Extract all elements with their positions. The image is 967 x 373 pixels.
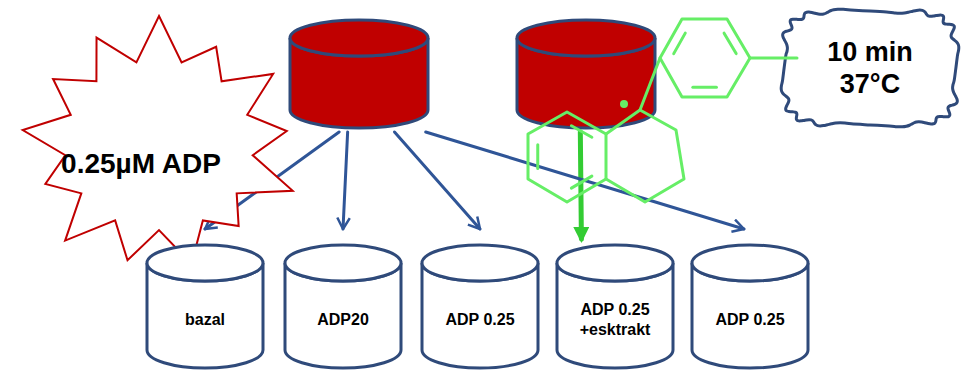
tube-top — [517, 20, 655, 56]
text-area: 10 min 37°C — [778, 6, 962, 130]
tube-top — [422, 245, 538, 281]
text-area — [515, 18, 657, 130]
sample-tube: bazal — [145, 243, 265, 370]
node-label: 10 min 37°C — [808, 36, 932, 101]
node-label: bazal — [185, 310, 225, 329]
sample-tube-shape — [145, 243, 265, 370]
double-bond — [693, 86, 717, 89]
text-area: ADP 0.25 — [690, 243, 810, 370]
burst-outline — [23, 16, 293, 264]
incubation-badge: 10 min 37°C — [778, 6, 962, 130]
pyran-ring — [606, 110, 684, 202]
blood-tube — [515, 18, 657, 130]
flow-arrow — [395, 132, 481, 229]
atom-dot — [620, 100, 628, 108]
bond — [640, 58, 660, 110]
double-bond — [571, 126, 591, 138]
node-label: ADP20 — [317, 310, 369, 329]
node-label: ADP 0.25 — [715, 310, 784, 329]
incubation-badge-shape — [778, 6, 962, 130]
tube-top — [557, 245, 673, 281]
node-label: 0.25µM ADP — [61, 147, 221, 181]
methyl-bond — [750, 57, 797, 60]
tube-top — [290, 20, 428, 56]
text-area: ADP20 — [283, 243, 403, 370]
tube-top — [692, 245, 808, 281]
node-label: ADP 0.25 — [445, 310, 514, 329]
stimulus-burst: 0.25µM ADP — [14, 14, 304, 276]
blood-tube-shape — [288, 18, 430, 130]
flow-arrow — [343, 132, 348, 229]
text-area: bazal — [145, 243, 265, 370]
double-bonds — [538, 33, 736, 188]
sample-tube-shape — [283, 243, 403, 370]
flow-arrow — [580, 132, 581, 239]
double-bond — [536, 145, 539, 169]
phenyl-ring — [660, 19, 750, 97]
double-bond — [674, 33, 686, 53]
sample-tube: ADP 0.25 — [420, 243, 540, 370]
blood-tube — [288, 18, 430, 130]
double-bond — [571, 176, 591, 188]
blood-tube-shape — [515, 18, 657, 130]
sample-tube-shape — [420, 243, 540, 370]
text-area: ADP 0.25 — [420, 243, 540, 370]
double-bond — [724, 33, 736, 53]
tube-top — [147, 245, 263, 281]
benzene-ring — [528, 112, 606, 202]
sample-tube: ADP20 — [283, 243, 403, 370]
text-area — [288, 18, 430, 130]
sample-tube-shape — [690, 243, 810, 370]
text-area: ADP 0.25 +esktrakt — [555, 243, 675, 370]
tube-top — [285, 245, 401, 281]
text-area: 0.25µM ADP — [14, 14, 304, 276]
badge-outline — [781, 9, 959, 127]
sample-tube: ADP 0.25 — [690, 243, 810, 370]
flow-arrow — [426, 132, 744, 229]
sample-tube: ADP 0.25 +esktrakt — [555, 243, 675, 370]
node-label: ADP 0.25 +esktrakt — [561, 300, 669, 338]
stimulus-burst-shape — [14, 14, 304, 276]
